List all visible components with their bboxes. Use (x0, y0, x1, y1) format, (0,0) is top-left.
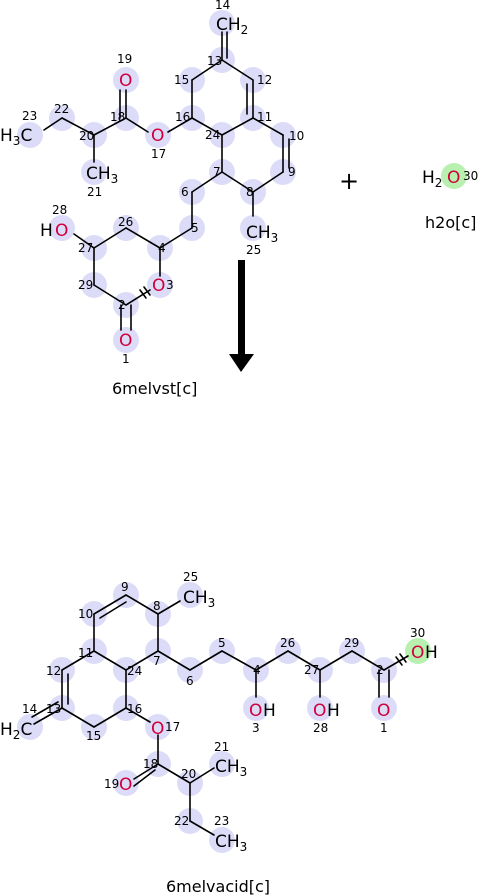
atom-number-3-p: 3 (252, 721, 260, 735)
atom-number-29-p: 29 (344, 636, 359, 650)
atom-number-12-p: 12 (46, 664, 61, 678)
atom-number-20: 20 (79, 129, 94, 143)
atom-o-28-p: O (313, 701, 326, 721)
atom-number-16: 16 (175, 110, 190, 124)
atom-number-9: 9 (288, 165, 296, 179)
atom-number-13: 13 (207, 54, 222, 68)
atom-number-8-p: 8 (153, 599, 161, 613)
atom-number-3: 3 (166, 278, 174, 292)
atom-number-26-p: 26 (280, 636, 295, 650)
bonds-product (31, 594, 409, 836)
compound-name-6melvacid: 6melvacid[c] (166, 877, 270, 896)
atom-o-3: O (152, 276, 165, 296)
compound-name-6melvst: 6melvst[c] (112, 379, 197, 398)
bonds (43, 31, 290, 331)
atom-number-27: 27 (78, 241, 93, 255)
atom-number-23: 23 (22, 109, 37, 123)
atom-o-19: O (119, 71, 132, 91)
atom-number-30-p: 30 (410, 626, 425, 640)
atom-number-7-p: 7 (153, 654, 161, 668)
atom-number-28-p: 28 (313, 721, 328, 735)
atom-number-5-p: 5 (218, 636, 226, 650)
atom-number-24-p: 24 (127, 664, 142, 678)
atom-o-30-p: O (411, 643, 424, 663)
atom-number-9-p: 9 (121, 580, 129, 594)
atom-number-25: 25 (246, 243, 261, 257)
product-6melvacid: 9 10 25 CH3 8 12 11 7 24 5 6 26 29 30 O … (0, 570, 438, 896)
atom-number-13-p: 13 (46, 702, 61, 716)
reaction-arrow (229, 260, 254, 372)
atom-h-28-p: H (327, 701, 340, 721)
atom-number-17: 17 (151, 147, 166, 161)
reactant-6melvst: 14 CH2 13 12 15 11 10 9 19 O 18 16 24 O … (0, 0, 304, 398)
atom-number-25-p: 25 (183, 570, 198, 584)
atom-number-19: 19 (117, 52, 132, 66)
atom-number-2-p: 2 (376, 663, 384, 677)
atom-number-26: 26 (118, 215, 133, 229)
atom-number-11: 11 (257, 110, 272, 124)
compound-name-h2o: h2o[c] (425, 213, 476, 232)
atom-number-27-p: 27 (304, 663, 319, 677)
atom-number-29: 29 (78, 278, 93, 292)
atom-number-24: 24 (205, 128, 220, 142)
atom-ch2-14: CH2 (216, 15, 248, 37)
atom-h-30-p: H (425, 643, 438, 663)
atom-o-1: O (119, 331, 132, 351)
atom-number-23-p: 23 (214, 814, 229, 828)
atom-o-17-p: O (151, 719, 164, 739)
atom-ch3-23-p: CH3 (215, 832, 247, 854)
atom-number-19-p: 19 (104, 777, 119, 791)
atom-h-28: H (40, 221, 53, 241)
atom-ch3-25-p: CH3 (183, 588, 215, 610)
atom-number-12: 12 (257, 73, 272, 87)
reactant-h2o: H2 O 30 h2o[c] (422, 163, 478, 232)
plus-sign: + (339, 167, 359, 195)
atom-ch3-21: CH3 (86, 164, 118, 186)
atom-number-28: 28 (52, 203, 67, 217)
atom-number-8: 8 (246, 185, 254, 199)
atom-number-10-p: 10 (78, 607, 93, 621)
atom-number-6: 6 (181, 185, 189, 199)
atom-number-11-p: 11 (78, 646, 93, 660)
atom-ch3-25: CH3 (246, 223, 278, 245)
atom-number-10: 10 (289, 129, 304, 143)
atom-number-16-p: 16 (127, 702, 142, 716)
atom-number-1: 1 (122, 352, 130, 366)
atom-number-18-p: 18 (143, 757, 158, 771)
atom-number-5: 5 (191, 221, 199, 235)
atom-h-water: H2 (422, 168, 442, 190)
atom-number-4: 4 (158, 241, 166, 255)
atom-o-1-p: O (377, 701, 390, 721)
atom-o-19-p: O (119, 775, 132, 795)
atom-number-20-p: 20 (181, 767, 196, 781)
atom-o-3-p: O (249, 701, 262, 721)
atom-h3c-23: H3C (0, 126, 32, 148)
atom-h-3-p: H (263, 701, 276, 721)
atom-number-22-p: 22 (174, 814, 189, 828)
atom-o-17: O (151, 126, 164, 146)
atom-number-1-p: 1 (380, 721, 388, 735)
atom-number-4-p: 4 (253, 663, 261, 677)
atom-number-14-p: 14 (22, 702, 37, 716)
atom-number-6-p: 6 (186, 674, 194, 688)
atom-number-14: 14 (215, 0, 230, 12)
atom-number-7: 7 (213, 165, 221, 179)
atom-number-17-p: 17 (165, 720, 180, 734)
atom-h2c-14-p: H2C (0, 720, 32, 742)
atom-number-15: 15 (174, 73, 189, 87)
atom-o-water: O (447, 168, 460, 188)
atom-number-30: 30 (463, 169, 478, 183)
atom-number-18: 18 (110, 110, 125, 124)
atom-o-28: O (55, 221, 68, 241)
atom-ch3-21-p: CH3 (215, 757, 247, 779)
atom-number-21: 21 (87, 185, 102, 199)
atom-number-22: 22 (54, 102, 69, 116)
atom-number-15-p: 15 (86, 729, 101, 743)
atom-number-2: 2 (118, 298, 126, 312)
atom-number-21-p: 21 (214, 740, 229, 754)
atom-highlights (17, 10, 296, 353)
